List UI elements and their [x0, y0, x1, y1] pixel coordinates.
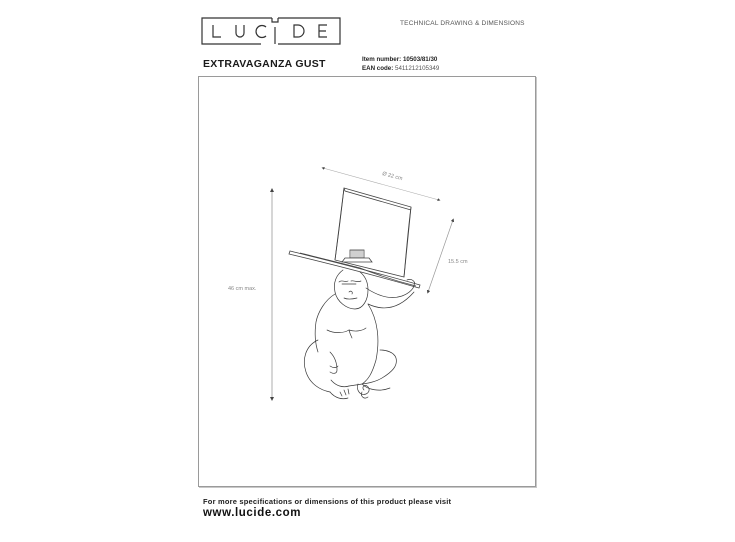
- website-link[interactable]: www.lucide.com: [203, 507, 302, 519]
- item-number-value: 10503/81/30: [402, 56, 438, 63]
- product-title: EXTRAVAGANZA GUST: [203, 58, 326, 70]
- depth-dimension-label: 15.5 cm: [448, 259, 468, 265]
- depth-dimension-line: [426, 218, 455, 294]
- drawing-frame: [198, 76, 536, 487]
- item-number-label: Item number:: [362, 56, 402, 63]
- technical-drawing: [270, 166, 455, 401]
- ean-label: EAN code:: [362, 65, 394, 72]
- item-number-row: Item number: 10503/81/30: [362, 55, 439, 64]
- diameter-dimension-line: [321, 166, 441, 202]
- ean-value: 5411212105349: [395, 65, 440, 72]
- footer-text: For more specifications or dimensions of…: [203, 497, 452, 506]
- lamp-shade-top-hat: [288, 187, 421, 289]
- lucide-logo: [201, 17, 341, 45]
- document-type: TECHNICAL DRAWING & DIMENSIONS: [400, 20, 525, 27]
- lucide-logo-mark: [201, 17, 341, 45]
- height-dimension-label: 46 cm max.: [228, 286, 257, 292]
- ean-row: EAN code: 5411212105349: [362, 64, 439, 73]
- gorilla-figure: [304, 269, 415, 400]
- product-meta: Item number: 10503/81/30 EAN code: 54112…: [362, 55, 439, 73]
